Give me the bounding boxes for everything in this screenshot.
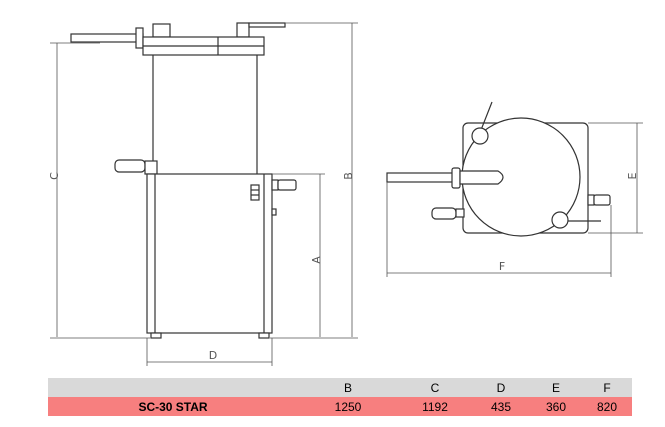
top-lever [248,22,286,28]
cell-e: 360 [545,399,567,414]
header-c: C [430,380,440,395]
label-a: A [310,256,323,264]
upper-rod [70,33,144,43]
top-lever [480,101,493,131]
cell-c: 1192 [422,399,448,414]
handle-left [431,207,457,220]
foot-left [150,332,162,339]
label-f: F [499,260,505,273]
bottom-knob [551,211,569,229]
top-knob-right [236,22,250,38]
label-b: B [342,172,355,180]
cell-d: 435 [490,399,512,414]
nozzle [459,170,504,185]
top-dimensions: E F [386,122,643,277]
side-knob [277,179,297,191]
label-c: C [48,172,61,180]
side-knob-base [587,194,595,206]
side-knob-base [271,179,279,191]
cell-f: 820 [596,399,618,414]
top-knob-left [152,23,171,38]
label-d: D [209,349,217,362]
header-e: E [551,380,560,395]
table-header: B C D E F [48,378,632,397]
rod-nut [135,27,144,49]
rod-nut [451,167,461,189]
foot-right [258,332,270,339]
header-f: F [603,380,611,395]
label-e: E [626,172,639,179]
header-b: B [343,380,352,395]
handle-left [114,159,146,173]
table-row: SC-30 STAR 1250 1192 435 360 820 [48,397,632,416]
dimensions-table: B C D E F SC-30 STAR 1250 1192 435 360 8… [48,378,632,416]
handle-mount [144,160,158,175]
front-view [70,22,297,339]
top-view [386,101,611,237]
handle-mount [455,208,465,218]
switch [250,184,260,201]
side-knob [593,194,611,206]
top-knob [471,127,489,145]
cell-b: 1250 [334,399,362,414]
header-d: D [496,380,506,395]
side-connector [271,208,277,216]
front-dimensions: C B A D [48,22,358,366]
filling-rod [386,172,454,183]
cell-model: SC-30 STAR [138,399,208,414]
